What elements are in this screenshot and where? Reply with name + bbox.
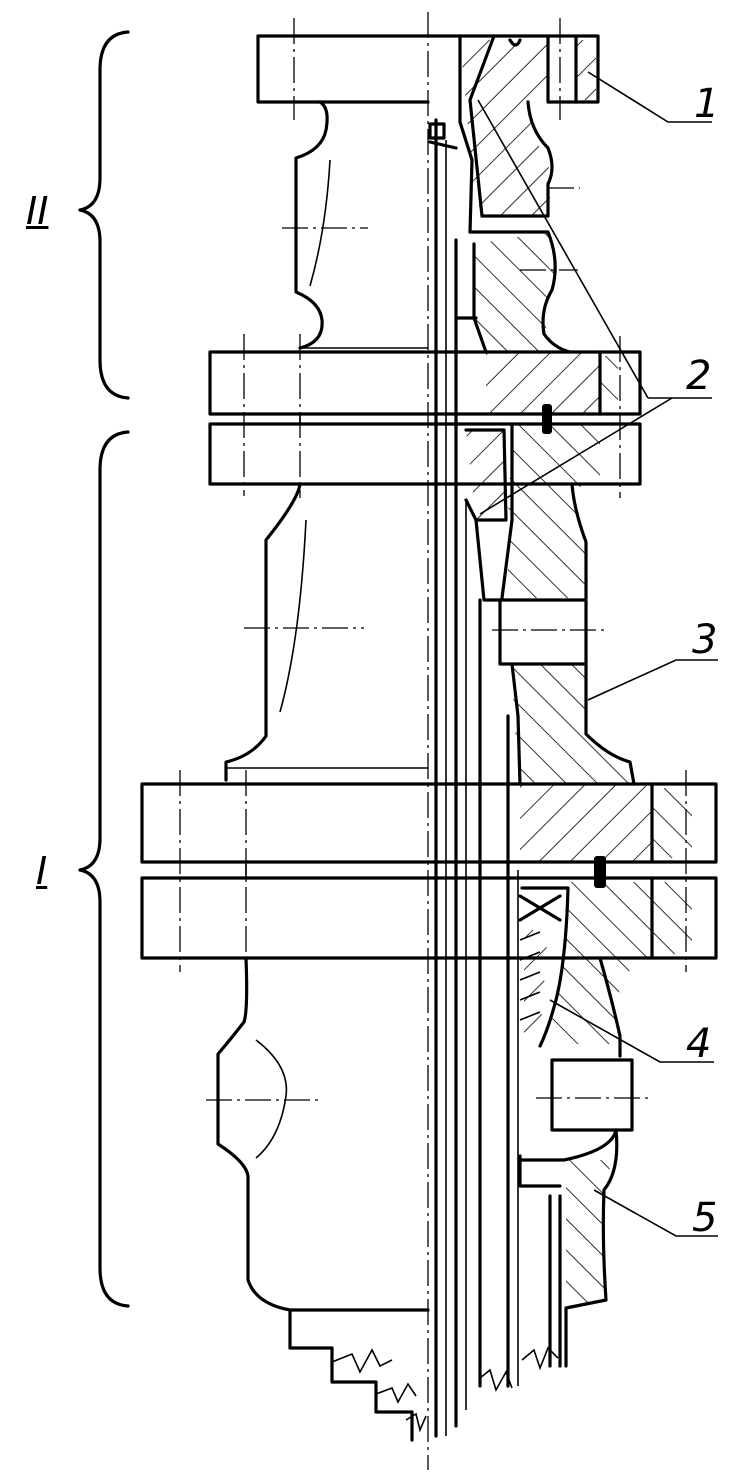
callout-4: 4 (686, 1021, 712, 1067)
right-section-view (426, 18, 718, 1438)
callout-2: 2 (686, 353, 712, 399)
leader-2b (479, 397, 673, 515)
callout-1: 1 (694, 81, 720, 127)
section-label-II: II (26, 189, 49, 233)
brace-section-I (78, 430, 130, 1308)
left-centerlines (179, 18, 368, 1101)
section-label-I: I (36, 849, 48, 893)
leader-lines (477, 71, 718, 1237)
leader-4 (549, 999, 714, 1063)
leader-5 (593, 1189, 718, 1237)
callout-3: 3 (692, 617, 718, 663)
brace-section-II (78, 30, 130, 400)
leader-2a (477, 99, 649, 399)
left-exterior-view (140, 34, 430, 1442)
leader-1 (587, 71, 712, 123)
callout-5: 5 (692, 1195, 718, 1241)
leader-3 (587, 659, 718, 701)
